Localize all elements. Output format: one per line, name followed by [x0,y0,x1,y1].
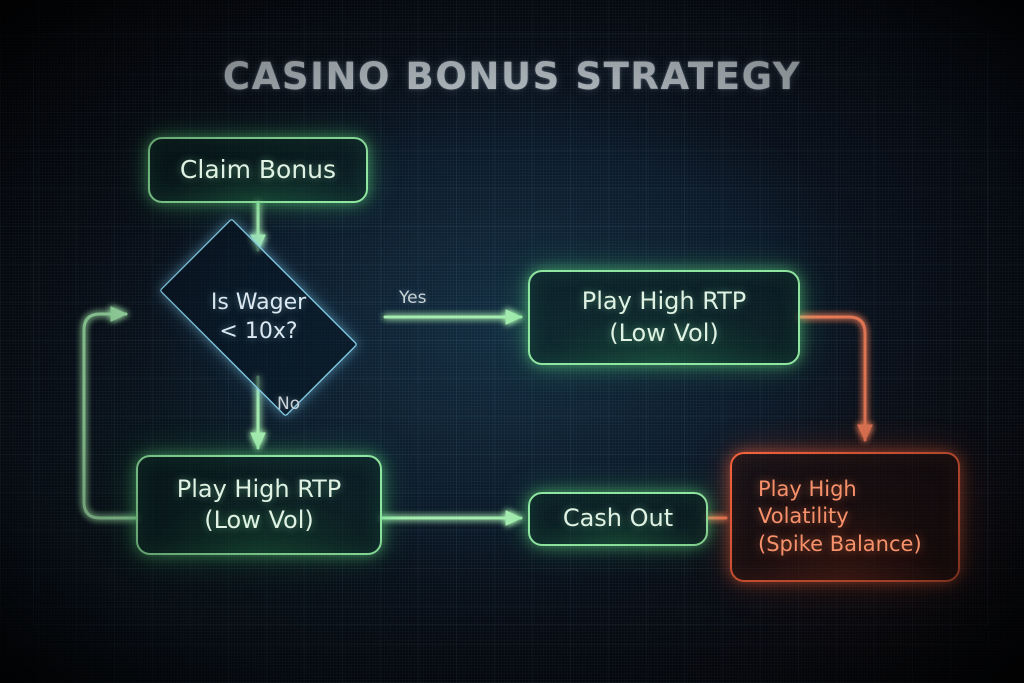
node-is-wager-decision[interactable]: Is Wager < 10x? [132,218,385,417]
edge-label-no: No [277,394,301,414]
page-title: CASINO BONUS STRATEGY [222,55,802,98]
node-is-wager-decision-label: Is Wager < 10x? [210,289,307,344]
node-claim-bonus-label: Claim Bonus [179,154,337,184]
node-play-high-rtp-yes-label: Play High RTP (Low Vol) [581,287,747,347]
node-claim-bonus[interactable]: Claim Bonus [148,137,368,203]
node-play-high-rtp-no-label: Play High RTP (Low Vol) [176,474,342,534]
node-play-high-volatility-label: Play High Volatility (Spike Balance) [758,477,922,556]
node-cash-out-label: Cash Out [562,504,674,533]
node-play-high-rtp-yes[interactable]: Play High RTP (Low Vol) [528,270,800,365]
node-play-high-volatility[interactable]: Play High Volatility (Spike Balance) [730,452,960,582]
edge-loop-back-to-decision [82,306,138,520]
node-play-high-rtp-no[interactable]: Play High RTP (Low Vol) [136,455,382,555]
edge-rtp-yes-to-volatility [798,315,873,442]
edge-label-yes: Yes [399,288,427,308]
node-cash-out[interactable]: Cash Out [528,492,708,546]
